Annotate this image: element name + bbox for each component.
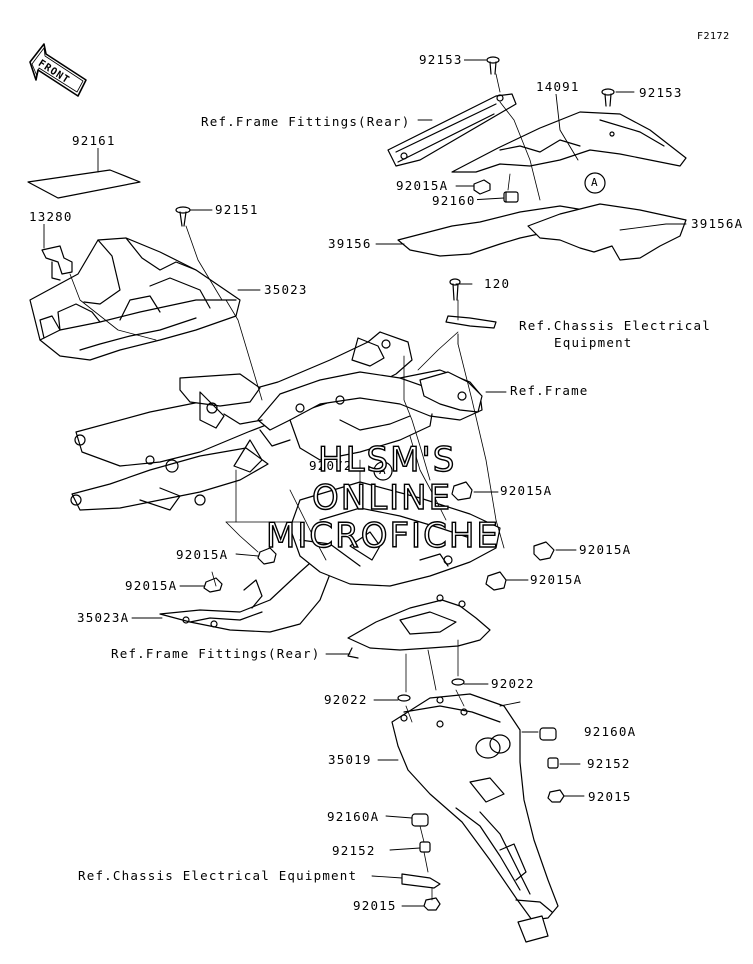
callout-92151: 92151	[214, 202, 260, 217]
rear-frame	[70, 331, 483, 511]
leader-lines	[43, 59, 687, 907]
watermark-line-3: MICROFICHE	[265, 516, 500, 556]
nut-92015A-3	[485, 571, 507, 591]
front-arrow-icon	[29, 43, 87, 97]
nut-92015A-4	[257, 547, 277, 565]
callout-92015-bottom: 92015	[352, 898, 398, 913]
callout-92152-left: 92152	[331, 843, 377, 858]
nut-92015A-top	[473, 179, 491, 195]
frame-fittings-rear-lower	[347, 594, 491, 659]
ref-mark-a-2: A	[379, 464, 386, 477]
callout-92015A-mid-1: 92015A	[499, 483, 554, 498]
callout-92160A-left: 92160A	[326, 809, 381, 824]
cover-14091	[451, 111, 687, 173]
callout-92022-left: 92022	[323, 692, 369, 707]
screw-92153-b	[601, 88, 615, 107]
ref-circle-a-1	[584, 172, 606, 194]
license-bracket-35019	[391, 693, 559, 943]
washer-92022-b	[451, 678, 465, 686]
pad-39156A	[527, 203, 687, 261]
watermark-line-1: HLSM'S	[317, 440, 457, 480]
callout-ref-frame-fittings-rear-bottom: Ref.Frame Fittings(Rear)	[110, 646, 322, 661]
callout-35023A: 35023A	[76, 610, 131, 625]
callout-92072: 92072	[309, 458, 353, 473]
bolt-120	[445, 278, 497, 329]
nut-92015A-2	[533, 541, 555, 561]
callout-92161: 92161	[71, 133, 117, 148]
callout-35019: 35019	[327, 752, 373, 767]
collar-92152-left	[419, 841, 431, 853]
under-tray	[289, 481, 501, 587]
callout-92160: 92160	[431, 193, 477, 208]
callout-92152-right: 92152	[586, 756, 632, 771]
figure-id: F2172	[697, 31, 730, 42]
callout-ref-chassis-electrical-bottom: Ref.Chassis Electrical Equipment	[77, 868, 359, 883]
callout-120: 120	[483, 276, 512, 291]
callout-39156A: 39156A	[690, 216, 745, 231]
callout-ref-chassis-electrical-2: Equipment	[553, 335, 634, 350]
callout-92160A-right: 92160A	[583, 724, 638, 739]
pad-92161	[27, 169, 141, 199]
callout-92022-right: 92022	[490, 676, 536, 691]
callout-92015A-left-2: 92015A	[124, 578, 179, 593]
watermark-line-2: ONLINE	[311, 478, 453, 518]
frame-right-bracket	[419, 371, 483, 413]
bush-92160A-right	[539, 727, 557, 741]
ref-circle-a-2	[373, 461, 393, 481]
bush-92160	[503, 191, 519, 203]
callout-13280: 13280	[28, 209, 74, 224]
callout-92015-right: 92015	[587, 789, 633, 804]
assembly-guide-lines	[69, 73, 541, 901]
washer-92022-a	[397, 694, 411, 702]
bush-92160A-left	[411, 813, 429, 827]
callout-ref-frame-fittings-rear-top: Ref.Frame Fittings(Rear)	[200, 114, 412, 129]
nut-92015A-5	[203, 577, 223, 593]
callout-92015A-top: 92015A	[395, 178, 450, 193]
callout-ref-frame: Ref.Frame	[509, 383, 590, 398]
callout-92015A-mid-3: 92015A	[529, 572, 584, 587]
callout-14091: 14091	[535, 79, 581, 94]
battery-case-35023	[29, 237, 241, 361]
clip-13280	[41, 245, 73, 281]
ref-mark-a-1: A	[591, 176, 598, 189]
callout-ref-chassis-electrical-1: Ref.Chassis Electrical	[518, 318, 712, 333]
callout-92153-top: 92153	[418, 52, 464, 67]
callout-39156: 39156	[327, 236, 373, 251]
screw-92153-a	[486, 56, 500, 75]
nut-92015-right	[547, 789, 565, 803]
nut-92015A-1	[451, 481, 473, 501]
screw-92151	[175, 206, 191, 227]
frame-fittings-rear-upper	[387, 93, 517, 167]
cover-35023A	[159, 555, 331, 633]
callout-92015A-left-1: 92015A	[175, 547, 230, 562]
callout-92153-right: 92153	[638, 85, 684, 100]
strap-chassis-electrical	[401, 873, 441, 889]
callout-92015A-mid-2: 92015A	[578, 542, 633, 557]
callout-35023: 35023	[263, 282, 309, 297]
collar-92152-right	[547, 757, 559, 769]
